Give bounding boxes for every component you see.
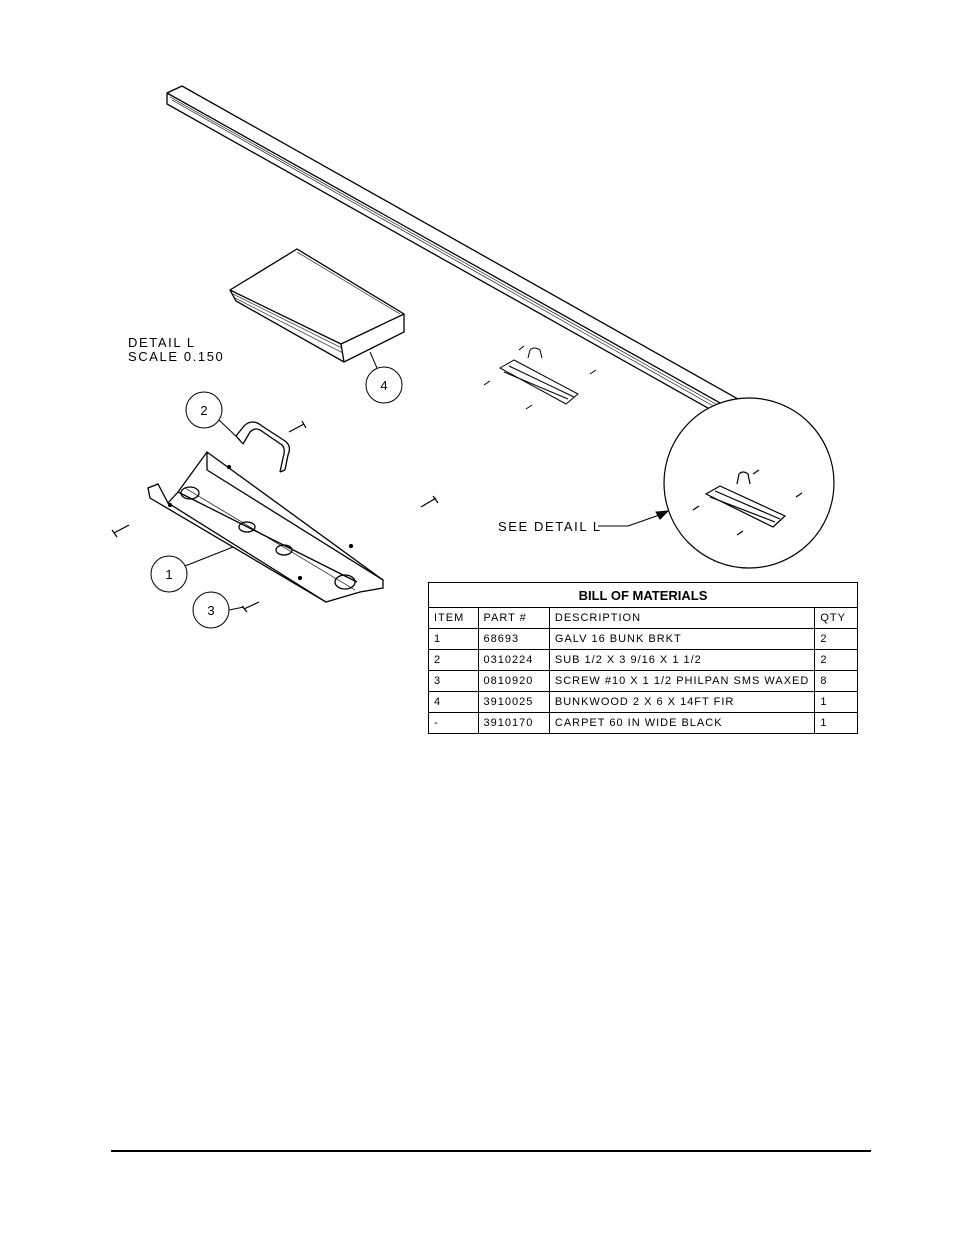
callout-2: 2 xyxy=(185,391,241,441)
bom-qty: 8 xyxy=(814,670,858,692)
table-row: 2 0310224 SUB 1/2 X 3 9/16 X 1 1/2 2 xyxy=(428,649,858,671)
bom-header-item: ITEM xyxy=(428,607,479,629)
see-detail-leader xyxy=(598,510,670,527)
svg-text:1: 1 xyxy=(165,567,172,582)
detail-circle xyxy=(663,397,835,569)
table-row: 3 0810920 SCREW #10 X 1 1/2 PHILPAN SMS … xyxy=(428,670,858,692)
bom-qty: 2 xyxy=(814,628,858,650)
bom-qty: 1 xyxy=(814,691,858,713)
callout-3: 3 xyxy=(192,591,245,629)
bom-part: 3910170 xyxy=(477,712,550,734)
u-bolt xyxy=(235,421,291,473)
bill-of-materials: BILL OF MATERIALS ITEM PART # DESCRIPTIO… xyxy=(428,582,858,734)
bom-item: 2 xyxy=(428,649,479,671)
bom-item: 1 xyxy=(428,628,479,650)
bom-item: 3 xyxy=(428,670,479,692)
bom-item: 4 xyxy=(428,691,479,713)
bom-description: BUNKWOOD 2 X 6 X 14FT FIR xyxy=(548,691,816,713)
bom-description: GALV 16 BUNK BRKT xyxy=(548,628,816,650)
bom-header-description: DESCRIPTION xyxy=(548,607,816,629)
callout-4: 4 xyxy=(365,351,403,404)
bunk-bracket xyxy=(147,451,384,603)
bom-header-part: PART # xyxy=(477,607,550,629)
bom-part: 0310224 xyxy=(477,649,550,671)
bunk-board xyxy=(166,85,794,449)
bom-title: BILL OF MATERIALS xyxy=(428,582,858,608)
detail-title: DETAIL L xyxy=(128,335,196,350)
table-row: - 3910170 CARPET 60 IN WIDE BLACK 1 xyxy=(428,712,858,734)
bom-qty: 2 xyxy=(814,649,858,671)
svg-text:4: 4 xyxy=(380,378,387,393)
mini-bracket-assembly xyxy=(483,345,597,410)
bom-description: SCREW #10 X 1 1/2 PHILPAN SMS WAXED xyxy=(548,670,816,692)
detail-label: DETAIL L SCALE 0.150 xyxy=(128,335,224,364)
bunkwood-section xyxy=(229,248,405,363)
see-detail-label: SEE DETAIL L xyxy=(498,519,602,534)
bom-item: - xyxy=(428,712,479,734)
detail-scale: SCALE 0.150 xyxy=(128,349,224,364)
bom-part: 0810920 xyxy=(477,670,550,692)
bom-header-qty: QTY xyxy=(814,607,858,629)
footer-rule xyxy=(111,1150,871,1152)
table-row: 1 68693 GALV 16 BUNK BRKT 2 xyxy=(428,628,858,650)
table-row: 4 3910025 BUNKWOOD 2 X 6 X 14FT FIR 1 xyxy=(428,691,858,713)
bom-description: SUB 1/2 X 3 9/16 X 1 1/2 xyxy=(548,649,816,671)
svg-text:3: 3 xyxy=(207,603,214,618)
bom-qty: 1 xyxy=(814,712,858,734)
bom-description: CARPET 60 IN WIDE BLACK xyxy=(548,712,816,734)
bom-part: 3910025 xyxy=(477,691,550,713)
bom-header-row: ITEM PART # DESCRIPTION QTY xyxy=(428,607,858,629)
svg-text:2: 2 xyxy=(200,403,207,418)
bom-part: 68693 xyxy=(477,628,550,650)
callout-1: 1 xyxy=(150,546,234,593)
